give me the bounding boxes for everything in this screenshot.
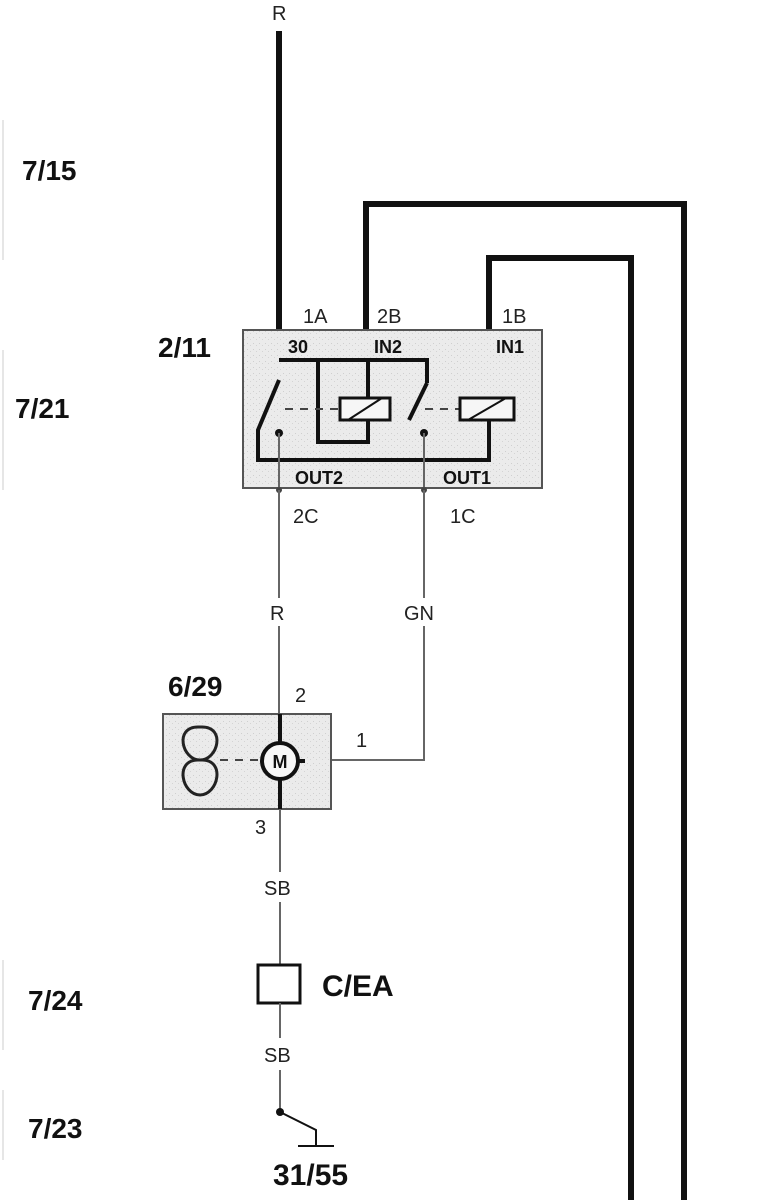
wire-color-label: SB xyxy=(264,1045,291,1067)
relay-switch-contact xyxy=(407,382,429,421)
pin-number: 3 xyxy=(255,817,266,839)
relay-id: 2/11 xyxy=(158,332,211,363)
relay-bus-bottom xyxy=(256,379,491,462)
loop-wire-in2 xyxy=(363,201,687,1200)
wire-color-label: SB xyxy=(264,878,291,900)
pin-name: OUT2 xyxy=(295,468,343,488)
pin-number: 1 xyxy=(356,730,367,752)
pin-number: 1A xyxy=(303,306,328,328)
pin-name: IN2 xyxy=(374,337,402,357)
pin-number: 2C xyxy=(293,506,319,528)
ground-icon xyxy=(279,1111,317,1146)
pin-name: IN1 xyxy=(496,337,524,357)
pin-number: 2B xyxy=(377,306,401,328)
wire-color-label: GN xyxy=(404,603,434,625)
motor-symbol: M xyxy=(273,752,288,772)
pin-name: OUT1 xyxy=(443,468,491,488)
wire-color-label: R xyxy=(270,603,284,625)
connector-label: C/EA xyxy=(322,970,394,1003)
motor-id: 6/29 xyxy=(168,671,223,702)
pin-name: 30 xyxy=(288,337,308,357)
fan-blade-icon xyxy=(181,758,219,797)
row-label: 7/15 xyxy=(22,155,77,186)
connector-icon xyxy=(256,963,302,1005)
wire-color-label: R xyxy=(272,3,286,25)
row-label: 7/24 xyxy=(28,985,83,1016)
relay-coil-mark xyxy=(347,397,383,421)
ground-label: 31/55 xyxy=(273,1159,348,1192)
row-label: 7/21 xyxy=(15,393,70,424)
row-label: 7/23 xyxy=(28,1113,83,1144)
pin-number: 2 xyxy=(295,685,306,707)
relay-coil-mark xyxy=(467,397,507,421)
pin-number: 1C xyxy=(450,506,476,528)
pin-number: 1B xyxy=(502,306,526,328)
wire-gn xyxy=(300,626,425,761)
